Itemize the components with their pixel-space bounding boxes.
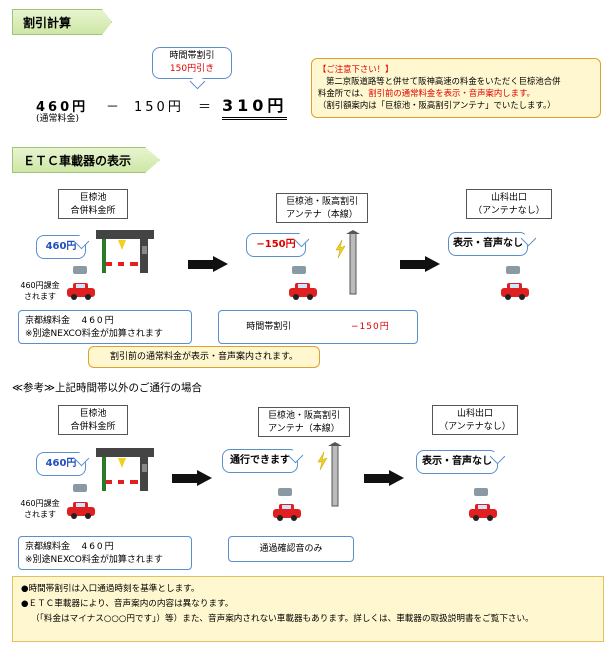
etc-device-icon: [292, 266, 306, 274]
car-icon: [67, 283, 95, 300]
antenna-bubble: 通行できます: [222, 449, 298, 473]
etc-device-icon: [73, 484, 87, 492]
etc-device-icon: [73, 266, 87, 274]
section-title: 割引計算: [23, 16, 72, 30]
flow-arrow-icon: [400, 256, 440, 272]
label-line: 巨椋池: [79, 409, 107, 419]
antenna-label: 巨椋池・阪高割引 アンテナ（本線）: [258, 407, 350, 437]
footer-line: ●時間帯割引は入口通過時刻を基準とします。: [21, 584, 200, 594]
footer-line: ●ＥＴＣ車載器により、音声案内の内容は異なります。: [21, 599, 234, 609]
bubble-line: 時間帯割引: [169, 51, 215, 61]
price-normal: 460円: [36, 100, 89, 115]
car-icon: [469, 504, 497, 521]
exit-label: 山科出口 （アンテナなし）: [466, 189, 552, 219]
section-header-etc-display: ＥＴＣ車載器の表示: [12, 147, 160, 173]
notice-line: 第二京阪道路等と併せて阪神高速の料金をいただく巨椋池合併: [326, 76, 561, 86]
section-title: ＥＴＣ車載器の表示: [23, 154, 132, 168]
charge-note-line: 460円課金: [20, 281, 60, 290]
antenna-label: 巨椋池・阪高割引 アンテナ（本線）: [276, 193, 368, 223]
charge-note: 460円課金 されます: [18, 280, 62, 302]
label-line: 巨椋池・阪高割引: [267, 411, 340, 421]
discount-box: 時間帯割引 −150円: [218, 310, 418, 344]
notice-title: 【ご注意下さい！】: [318, 64, 394, 74]
label-line: 巨椋池・阪高割引: [285, 197, 358, 207]
exit-bubble: 表示・音声なし: [416, 450, 498, 474]
flow-arrow-icon: [188, 256, 228, 272]
normal-price-label: (通常料金): [36, 114, 80, 124]
tollgate-bubble: 460円: [36, 235, 86, 259]
car-icon: [273, 504, 301, 521]
confirm-box: 通過確認音のみ: [228, 536, 354, 562]
flow-arrow-icon: [172, 470, 212, 486]
charge-note: 460円課金 されます: [18, 498, 62, 520]
exit-bubble: 表示・音声なし: [448, 232, 528, 256]
equals-sign: ＝: [198, 100, 212, 115]
tollgate-label: 巨椋池 合併料金所: [58, 405, 128, 435]
label-line: 山科出口: [490, 193, 527, 203]
display-note: 割引前の通常料金が表示・音声案内されます。: [88, 346, 320, 368]
notice-line: 料金所では、: [318, 88, 369, 98]
notice-line: （割引額案内は「巨椋池・阪高割引アンテナ」でいたします。）: [318, 100, 556, 110]
price-result: 310円: [222, 92, 288, 120]
etc-device-icon: [506, 266, 520, 274]
label-line: 合併料金所: [70, 206, 116, 216]
reference-title: ≪参考≫上記時間帯以外のご通行の場合: [12, 382, 202, 394]
charge-note-line: 460円課金: [20, 499, 60, 508]
antenna-illustration: [317, 442, 342, 507]
flow-arrow-icon: [364, 470, 404, 486]
section-header-discount-calc: 割引計算: [12, 9, 112, 35]
notice-box: 【ご注意下さい！】 第二京阪道路等と併せて阪神高速の料金をいただく巨椋池合併 料…: [311, 58, 601, 118]
tollgate-bubble: 460円: [36, 452, 86, 476]
discount-amount: 150円: [134, 100, 184, 115]
charge-note-line: ※別途NEXCO料金が加算されます: [25, 329, 163, 339]
charge-box: 京都線料金 460円 ※別途NEXCO料金が加算されます: [18, 536, 192, 570]
tollgate-label: 巨椋池 合併料金所: [58, 189, 128, 219]
car-icon: [289, 283, 317, 300]
antenna-bubble: −150円: [246, 233, 306, 257]
charge-value: 460円: [81, 316, 116, 326]
notice-line-red: 割引前の通常料金を表示・音声案内します。: [368, 88, 535, 98]
charge-label: 京都線料金: [25, 316, 71, 326]
tollgate-illustration: [96, 448, 154, 491]
bubble-line-red: 150円引き: [169, 64, 215, 74]
discount-label: 時間帯割引: [246, 322, 292, 332]
charge-note-line: ※別途NEXCO料金が加算されます: [25, 555, 163, 565]
tollgate-illustration: [96, 230, 154, 273]
charge-label: 京都線料金: [25, 542, 71, 552]
charge-box: 京都線料金 460円 ※別途NEXCO料金が加算されます: [18, 310, 192, 344]
label-line: アンテナ（本線）: [286, 210, 358, 220]
label-line: 山科出口: [456, 409, 493, 419]
car-icon: [501, 283, 529, 300]
label-line: 巨椋池: [79, 193, 107, 203]
etc-device-icon: [474, 488, 488, 496]
car-icon: [67, 502, 95, 519]
charge-note-line: されます: [24, 510, 56, 519]
minus-sign: －: [106, 100, 120, 115]
exit-label: 山科出口 （アンテナなし）: [432, 405, 518, 435]
footer-notes: ●時間帯割引は入口通過時刻を基準とします。 ●ＥＴＣ車載器により、音声案内の内容…: [12, 576, 604, 642]
antenna-illustration: [335, 230, 360, 295]
label-line: 合併料金所: [70, 422, 116, 432]
label-line: （アンテナなし）: [439, 422, 511, 432]
discount-value: −150円: [351, 322, 390, 332]
footer-line: （「料金はマイナス○○○円です」）等）また、音声案内されない車載器もあります。詳…: [31, 614, 534, 624]
charge-value: 460円: [81, 542, 116, 552]
etc-device-icon: [278, 488, 292, 496]
charge-note-line: されます: [24, 292, 56, 301]
discount-bubble: 時間帯割引 150円引き: [152, 47, 232, 79]
label-line: （アンテナなし）: [473, 206, 545, 216]
label-line: アンテナ（本線）: [268, 424, 340, 434]
